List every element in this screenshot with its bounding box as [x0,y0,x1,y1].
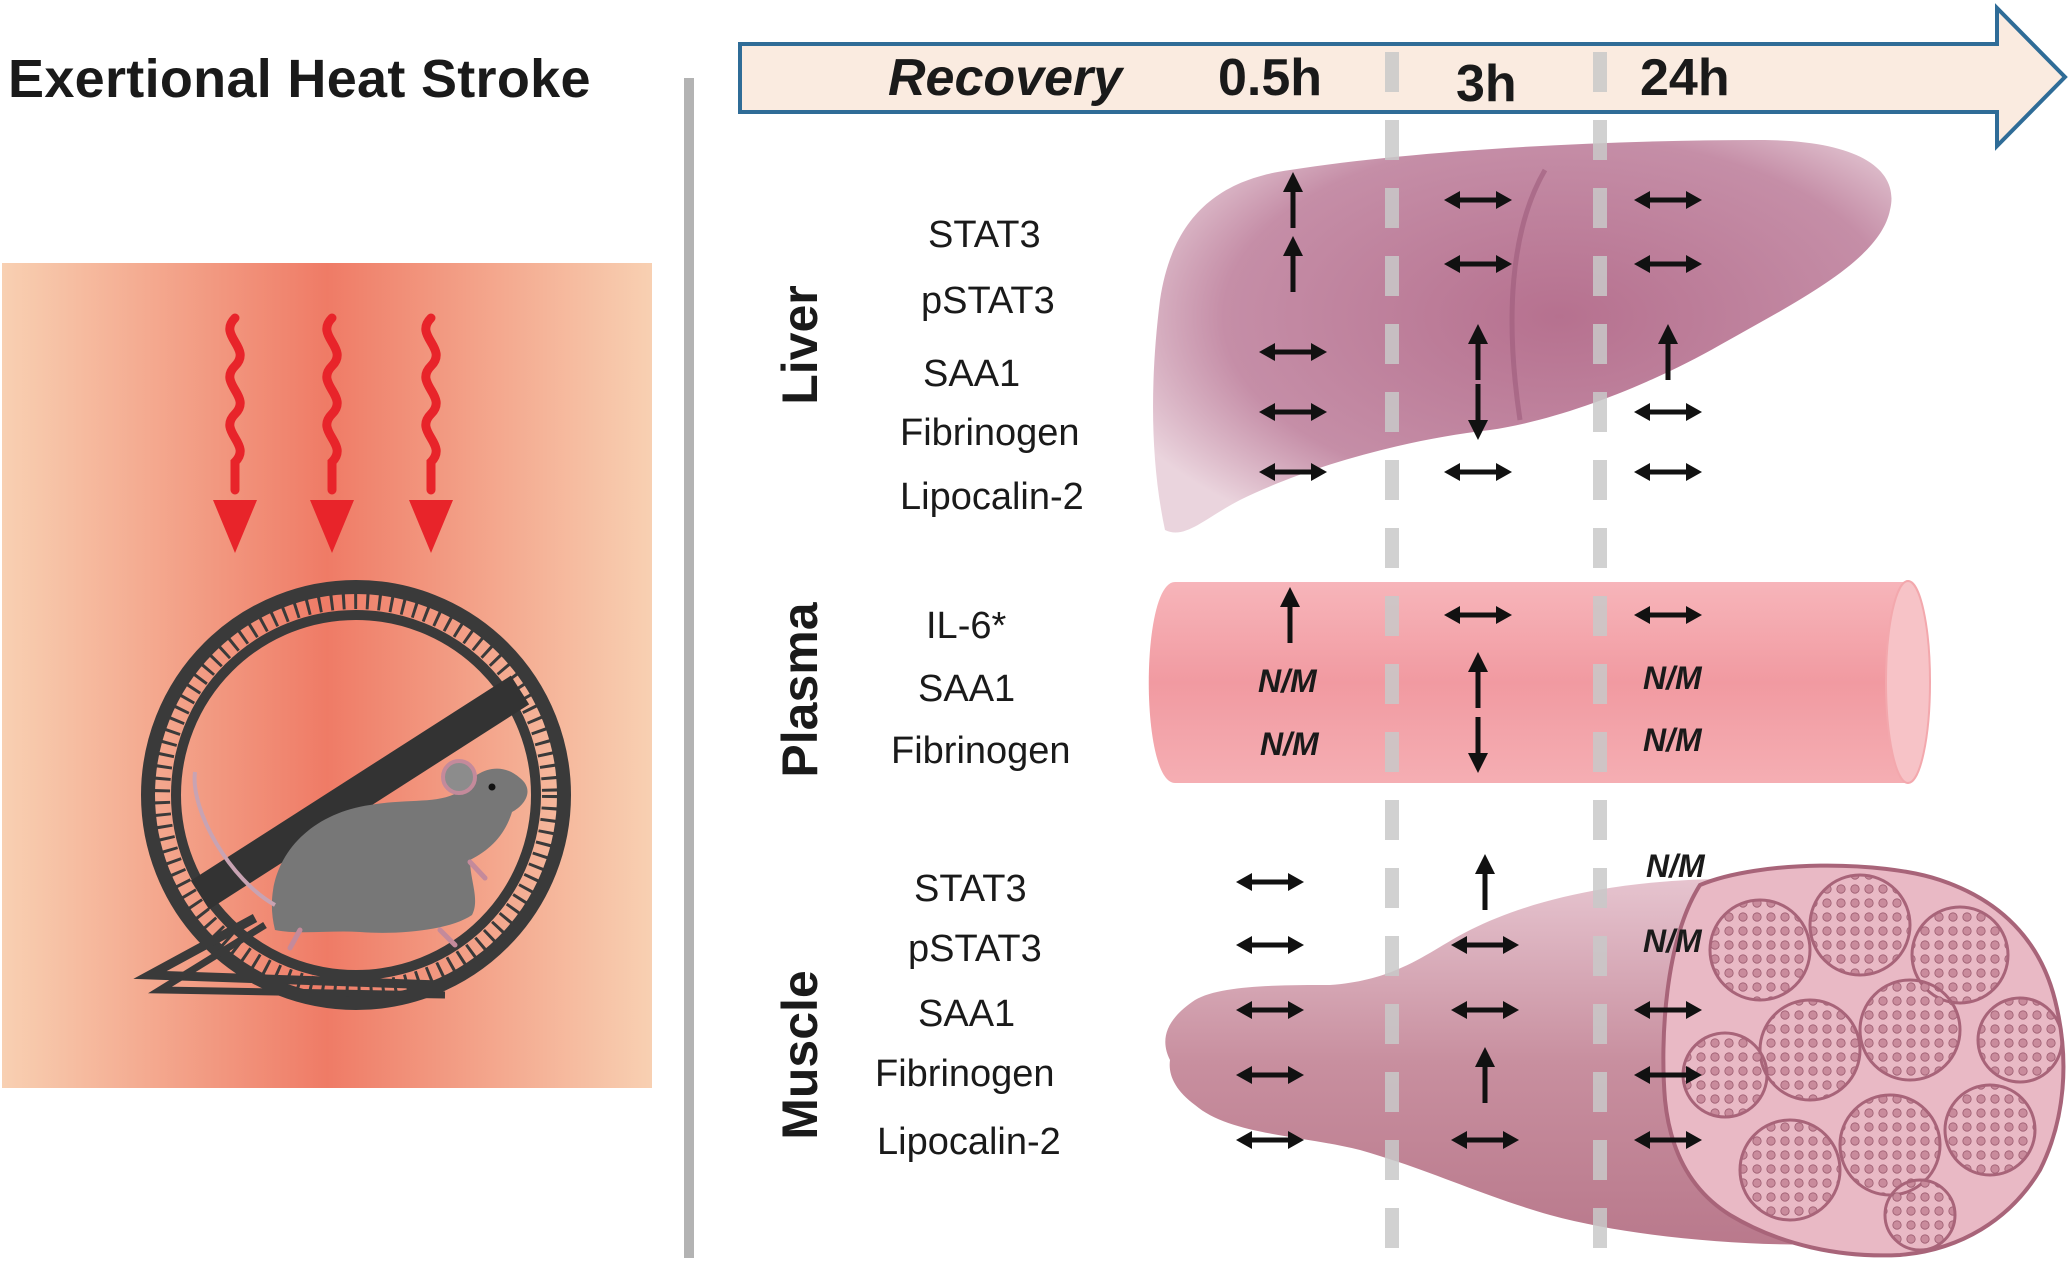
mouse-icon [192,759,528,951]
muscle-fibrinogen-0-5h-no-change-arrow [1236,1066,1304,1084]
section-liver: Liver [772,285,828,405]
muscle-lipocalin2-3h-no-change-arrow [1451,1131,1519,1149]
plasma-fibrinogen-0-5h-nm: N/M [1260,726,1319,762]
liver-marker-stat3: STAT3 [928,214,1041,256]
muscle-stat3-24h-nm: N/M [1646,848,1705,884]
muscle-fibrinogen-3h-up-arrow [1475,1047,1495,1103]
muscle-icon [1165,863,2066,1258]
liver-pstat3-0-5h-up-arrow [1283,236,1303,292]
muscle-pstat3-0-5h-no-change-arrow [1236,936,1304,954]
liver-lipocalin2-3h-no-change-arrow [1444,463,1512,481]
muscle-marker-lipocalin2: Lipocalin-2 [877,1121,1061,1163]
liver-marker-lipocalin2: Lipocalin-2 [900,476,1084,518]
plasma-saa1-0-5h-nm: N/M [1258,663,1317,699]
muscle-lipocalin2-0-5h-no-change-arrow [1236,1131,1304,1149]
liver-lobe-line [1509,168,1548,421]
muscle-lipocalin2-24h-no-change-arrow [1634,1131,1702,1149]
liver-fibrinogen-3h-down-arrow [1468,384,1488,440]
heat-background [2,263,652,1088]
liver-pstat3-3h-no-change-arrow [1444,255,1512,273]
liver-stat3-3h-no-change-arrow [1444,191,1512,209]
plasma-marker-saa1: SAA1 [918,668,1016,710]
plasma-marker-il6: IL-6* [926,605,1007,647]
liver-marker-fibrinogen: Fibrinogen [900,412,1080,454]
muscle-stat3-0-5h-no-change-arrow [1236,873,1304,891]
blood-vessel-icon [1148,580,1931,784]
time-24h: 24h [1640,49,1730,107]
liver-lipocalin2-0-5h-no-change-arrow [1259,463,1327,481]
liver-fibrinogen-24h-no-change-arrow [1634,403,1702,421]
muscle-saa1-24h-no-change-arrow [1634,1001,1702,1019]
muscle-marker-stat3: STAT3 [914,868,1027,910]
panel-divider [684,78,694,1258]
muscle-pstat3-24h-nm: N/M [1643,923,1702,959]
plasma-fibrinogen-24h-nm: N/M [1643,722,1702,758]
section-plasma: Plasma [772,602,828,778]
liver-saa1-24h-up-arrow [1658,324,1678,380]
muscle-stat3-3h-up-arrow [1475,854,1495,910]
liver-icon [1153,140,1892,533]
figure-title: Exertional Heat Stroke [8,49,591,109]
liver-marker-saa1: SAA1 [923,353,1021,395]
muscle-marker-fibrinogen: Fibrinogen [875,1053,1055,1095]
muscle-saa1-0-5h-no-change-arrow [1236,1001,1304,1019]
hamster-wheel-icon [133,580,571,1010]
timeline-arrow [738,3,2068,151]
liver-saa1-0-5h-no-change-arrow [1259,343,1327,361]
section-muscle: Muscle [772,970,828,1140]
plasma-saa1-3h-up-arrow [1468,652,1488,708]
liver-fibrinogen-0-5h-no-change-arrow [1259,403,1327,421]
plasma-il6-0-5h-up-arrow [1280,587,1300,643]
muscle-pstat3-3h-no-change-arrow [1451,936,1519,954]
change-arrows [1236,172,1702,1149]
heat-arrowheads [213,500,453,553]
muscle-saa1-3h-no-change-arrow [1451,1001,1519,1019]
plasma-fibrinogen-3h-down-arrow [1468,717,1488,773]
plasma-saa1-24h-nm: N/M [1643,660,1702,696]
time-0-5h: 0.5h [1218,49,1323,107]
muscle-fibrinogen-24h-no-change-arrow [1634,1066,1702,1084]
liver-saa1-3h-up-arrow [1468,324,1488,380]
liver-pstat3-24h-no-change-arrow [1634,255,1702,273]
liver-lipocalin2-24h-no-change-arrow [1634,463,1702,481]
plasma-il6-24h-no-change-arrow [1634,606,1702,624]
muscle-marker-saa1: SAA1 [918,993,1016,1035]
liver-stat3-0-5h-up-arrow [1283,172,1303,228]
time-3h: 3h [1456,55,1517,113]
liver-marker-pstat3: pSTAT3 [921,280,1055,322]
plasma-il6-3h-no-change-arrow [1444,606,1512,624]
plasma-marker-fibrinogen: Fibrinogen [891,730,1071,772]
liver-stat3-24h-no-change-arrow [1634,191,1702,209]
timeline-label: Recovery [888,49,1123,107]
heat-wave-icon [225,313,441,495]
muscle-marker-pstat3: pSTAT3 [908,928,1042,970]
